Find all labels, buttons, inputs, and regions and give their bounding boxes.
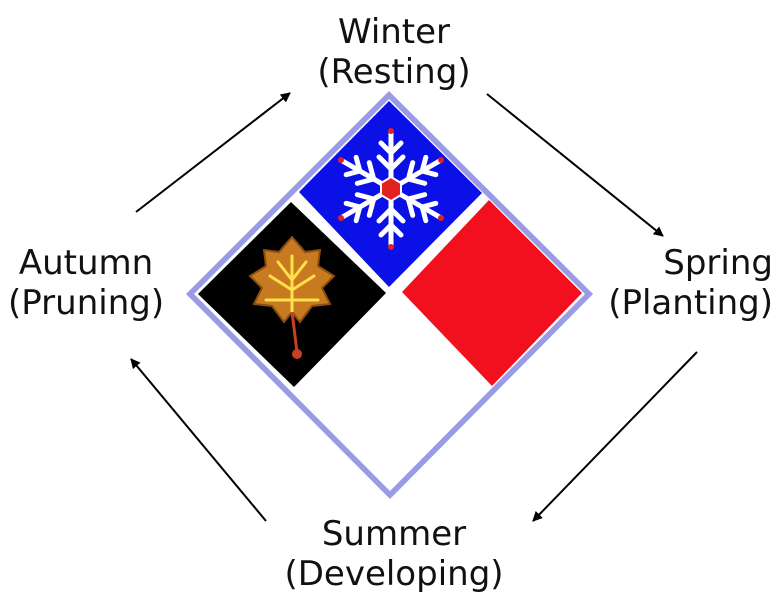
arrow-winter-to-spring xyxy=(487,94,663,236)
arrow-spring-to-summer xyxy=(533,352,697,521)
arrow-autumn-to-winter xyxy=(136,93,290,212)
arrow-summer-to-autumn xyxy=(131,359,266,521)
